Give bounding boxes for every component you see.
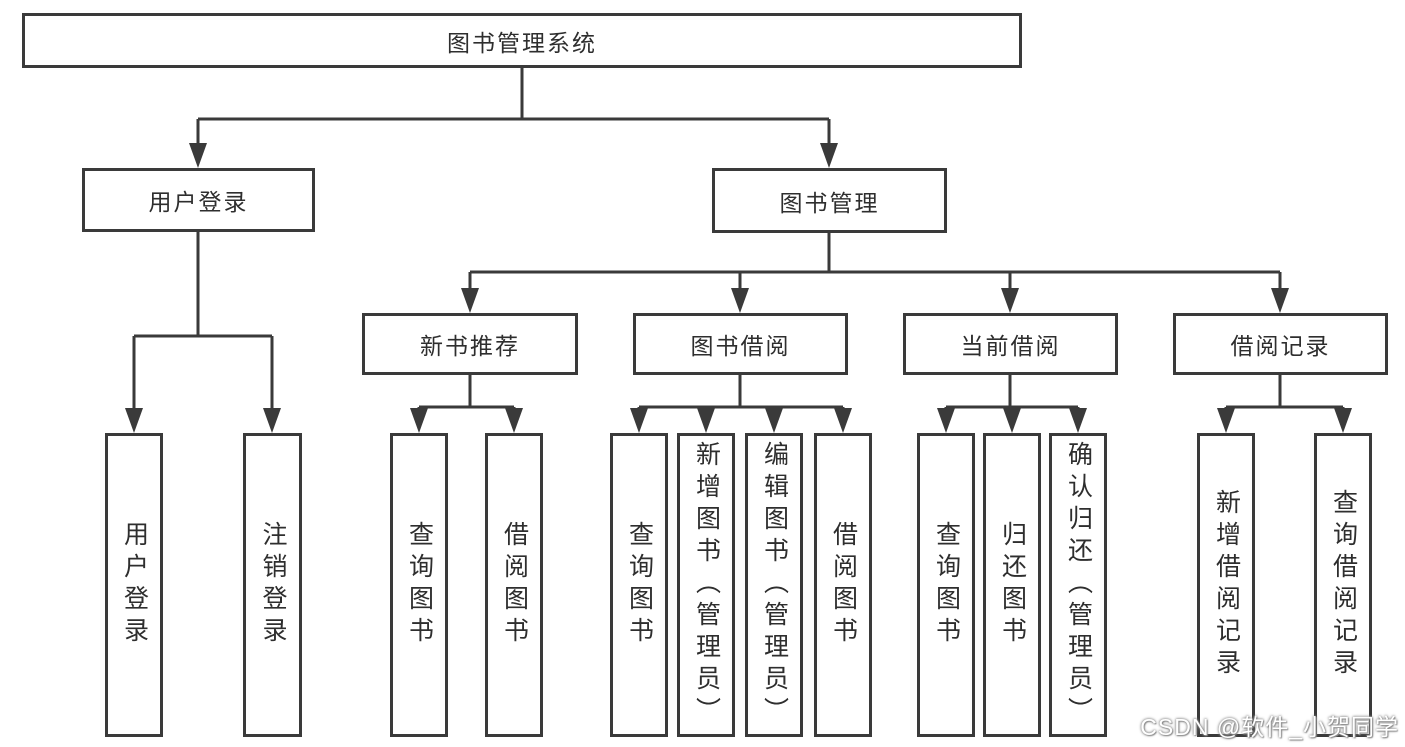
node-current-borrow: 当前借阅 [903, 313, 1118, 375]
leaf-current-query-book: 查询图书 [917, 433, 975, 737]
arrow-down-icon [1334, 408, 1352, 433]
leaf-query-borrow-record: 查询借阅记录 [1314, 433, 1372, 737]
arrow-down-icon [263, 408, 281, 433]
leaf-current-query-book-label: 查询图书 [932, 521, 961, 649]
arrow-down-icon [125, 408, 143, 433]
node-new-book-recommend-label: 新书推荐 [420, 333, 520, 359]
arrow-down-icon [505, 408, 523, 433]
arrow-down-icon [1217, 408, 1235, 433]
arrow-down-icon [189, 143, 207, 168]
arrow-down-icon [731, 288, 749, 313]
leaf-add-book-admin: 新增图书（管理员） [677, 433, 735, 737]
leaf-add-book-admin-label: 新增图书（管理员） [692, 441, 721, 729]
leaf-newbook-borrow-book: 借阅图书 [485, 433, 543, 737]
leaf-edit-book-admin-label: 编辑图书（管理员） [760, 441, 789, 729]
leaf-borrow-book: 借阅图书 [814, 433, 872, 737]
arrow-down-icon [765, 408, 783, 433]
node-borrow-record-label: 借阅记录 [1230, 333, 1331, 359]
arrow-down-icon [834, 408, 852, 433]
node-borrow-record: 借阅记录 [1173, 313, 1388, 375]
arrow-down-icon [461, 288, 479, 313]
node-user-login: 用户登录 [82, 168, 315, 232]
arrow-down-icon [630, 408, 648, 433]
leaf-logout: 注销登录 [243, 433, 302, 737]
arrow-down-icon [937, 408, 955, 433]
arrow-down-icon [410, 408, 428, 433]
arrow-down-icon [697, 408, 715, 433]
leaf-return-book: 归还图书 [983, 433, 1041, 737]
node-current-borrow-label: 当前借阅 [960, 333, 1061, 359]
node-book-management: 图书管理 [712, 168, 947, 233]
arrow-down-icon [1001, 288, 1019, 313]
leaf-add-borrow-record: 新增借阅记录 [1197, 433, 1255, 737]
leaf-confirm-return-admin-label: 确认归还（管理员） [1064, 441, 1093, 729]
connector-borrowrecord-to-leaves [1224, 375, 1345, 416]
arrow-down-icon [1069, 408, 1087, 433]
node-book-management-label: 图书管理 [779, 189, 880, 216]
leaf-newbook-query-book-label: 查询图书 [405, 521, 434, 649]
leaf-borrow-book-label: 借阅图书 [829, 521, 858, 649]
leaf-query-borrow-record-label: 查询借阅记录 [1329, 489, 1358, 681]
leaf-confirm-return-admin: 确认归还（管理员） [1049, 433, 1107, 737]
leaf-borrow-query-book: 查询图书 [610, 433, 668, 737]
node-user-login-label: 用户登录 [148, 189, 249, 215]
node-root-label: 图书管理系统 [447, 29, 597, 56]
connector-userlogin-to-leaves [132, 232, 274, 416]
leaf-return-book-label: 归还图书 [998, 521, 1027, 649]
connector-bookmgmt-to-level3 [468, 233, 1282, 296]
arrow-down-icon [820, 143, 838, 168]
connector-root-to-level2 [196, 68, 831, 150]
csdn-watermark: CSDN @软件_小贺同学 [1140, 714, 1399, 740]
leaf-newbook-borrow-book-label: 借阅图书 [500, 521, 529, 649]
leaf-add-borrow-record-label: 新增借阅记录 [1212, 489, 1241, 681]
leaf-borrow-query-book-label: 查询图书 [625, 521, 654, 649]
arrowheads [125, 143, 1352, 433]
node-book-borrow: 图书借阅 [633, 313, 848, 375]
connector-bookborrow-to-leaves [637, 375, 845, 416]
node-new-book-recommend: 新书推荐 [362, 313, 578, 375]
arrow-down-icon [1271, 288, 1289, 313]
leaf-logout-label: 注销登录 [259, 521, 287, 649]
leaf-newbook-query-book: 查询图书 [390, 433, 448, 737]
leaf-edit-book-admin: 编辑图书（管理员） [745, 433, 803, 737]
node-root: 图书管理系统 [22, 13, 1022, 68]
leaf-user-login: 用户登录 [105, 433, 163, 737]
arrow-down-icon [1003, 408, 1021, 433]
connector-newbook-to-leaves [417, 375, 516, 416]
leaf-user-login-label: 用户登录 [120, 521, 149, 649]
node-book-borrow-label: 图书借阅 [690, 333, 791, 359]
